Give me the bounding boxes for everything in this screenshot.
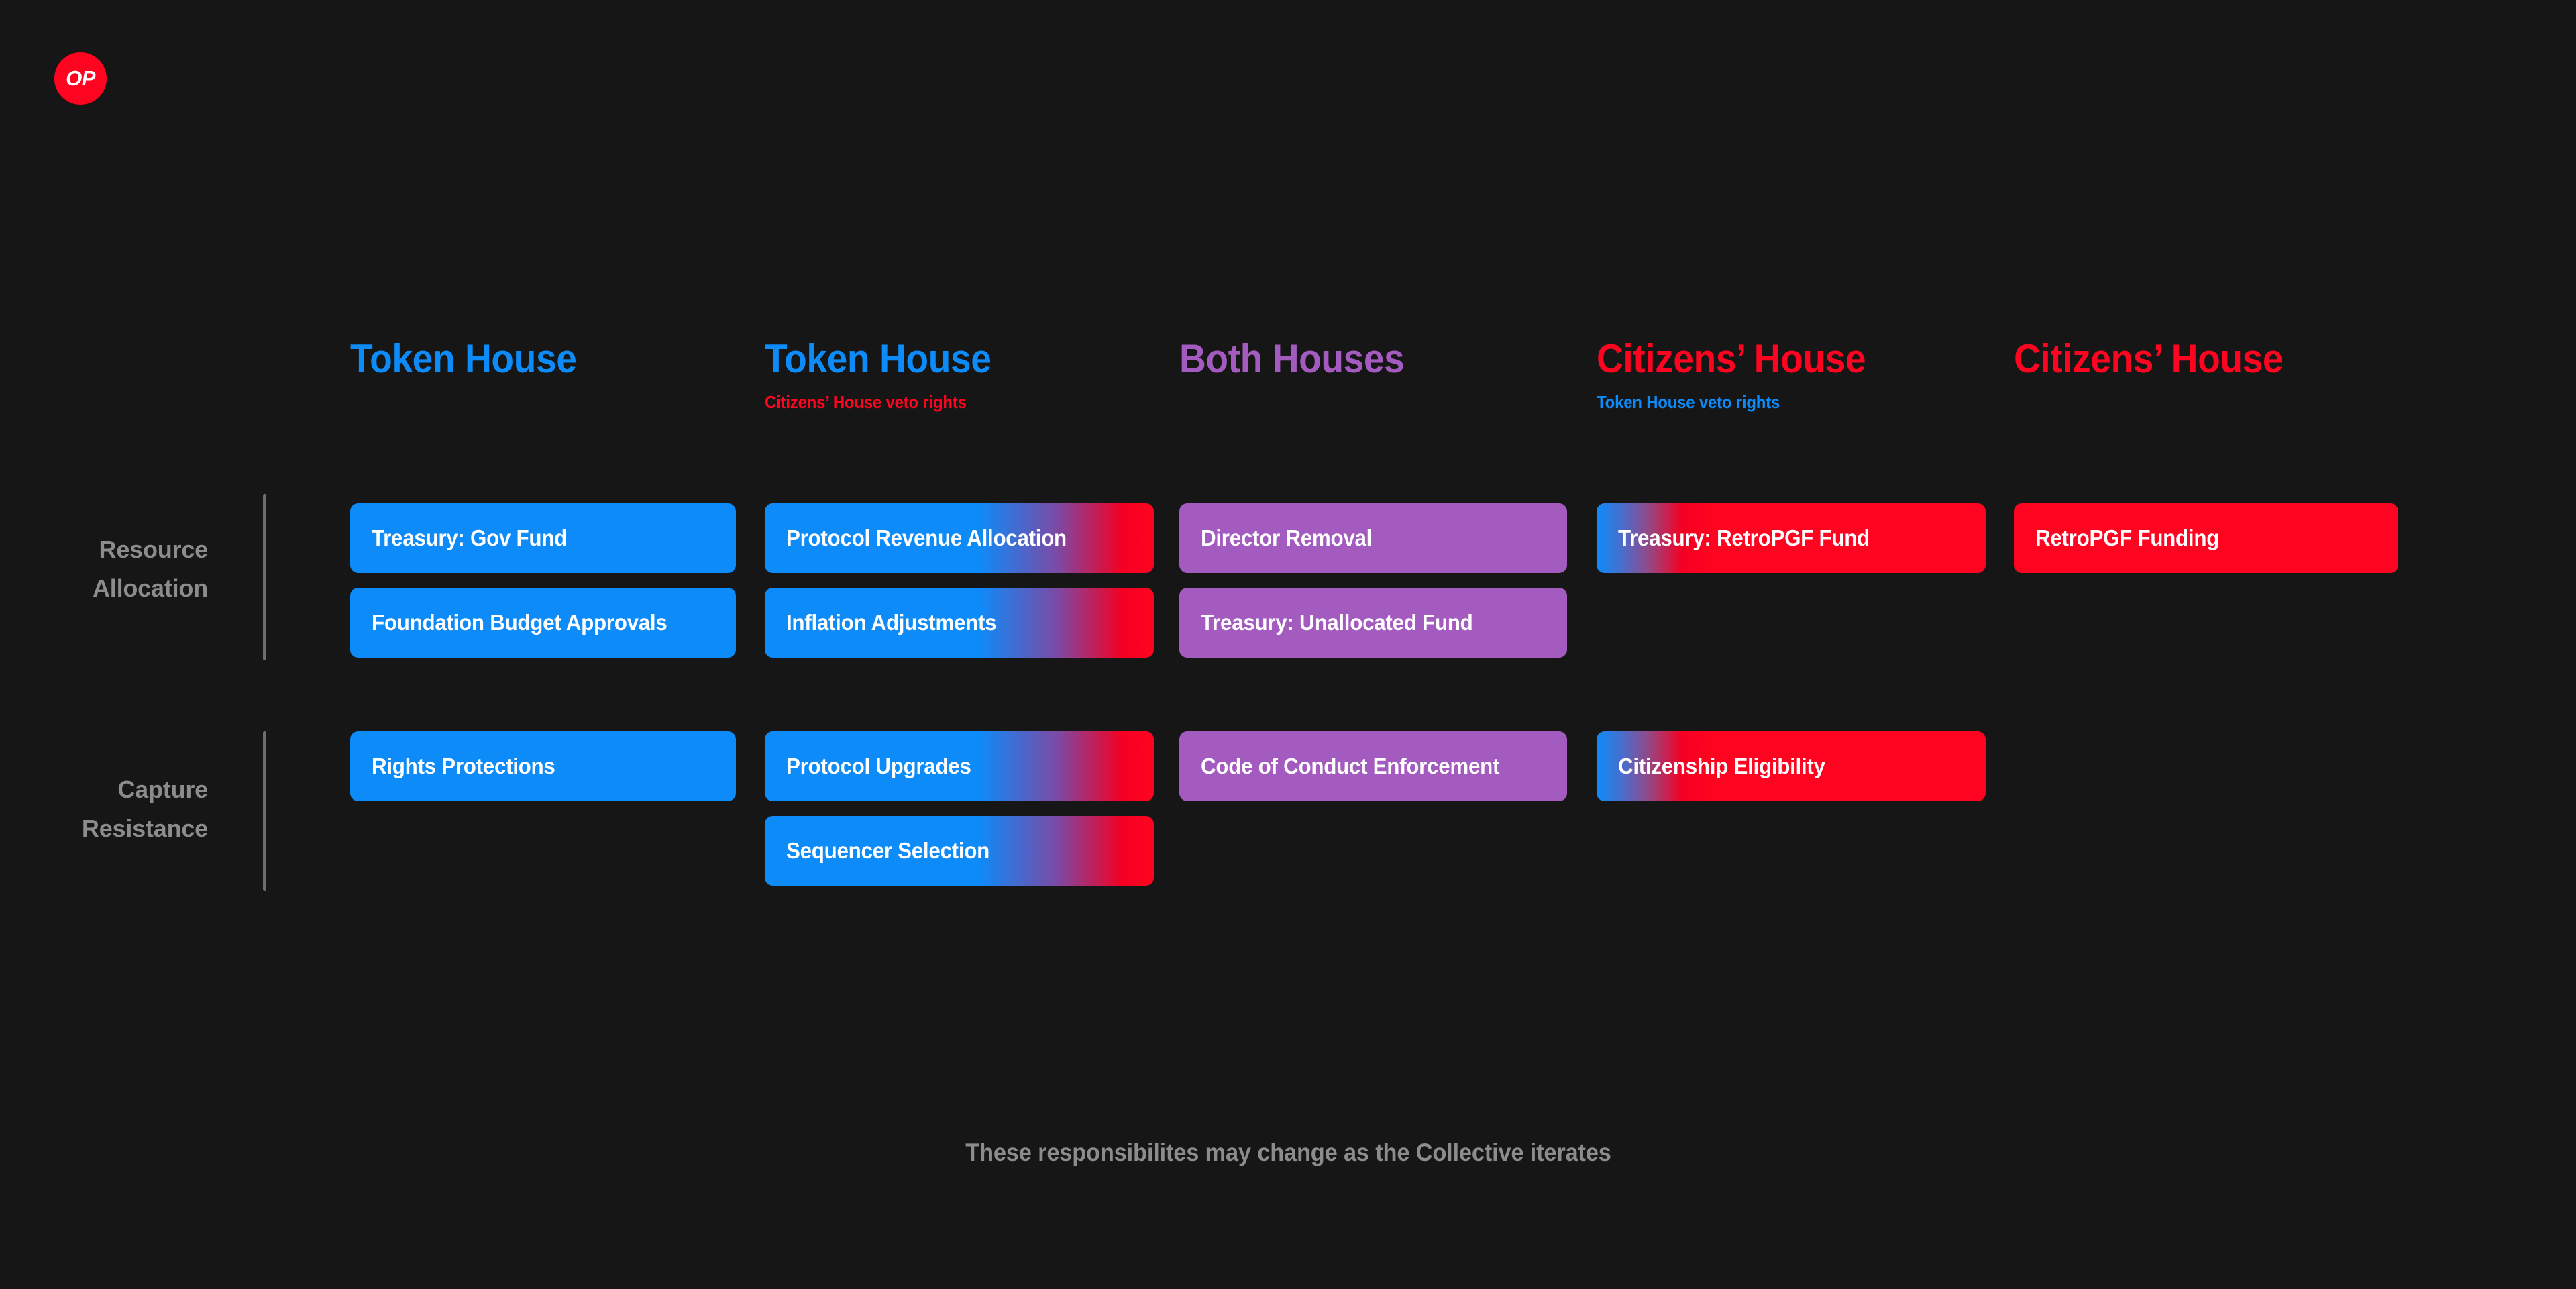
footer-note: These responsibilites may change as the … bbox=[0, 1137, 2576, 1168]
column-title: Both Houses bbox=[1179, 336, 1405, 381]
column-header-5: Citizens’ House bbox=[2014, 336, 2416, 382]
pill-label: Inflation Adjustments bbox=[786, 610, 997, 635]
pill-label: Treasury: RetroPGF Fund bbox=[1618, 525, 1870, 550]
column-title: Token House bbox=[765, 336, 991, 381]
pill-label: Protocol Upgrades bbox=[786, 754, 971, 778]
pill-rights-protections[interactable]: Rights Protections bbox=[350, 731, 736, 801]
column-subtitle: Token House veto rights bbox=[1597, 392, 1780, 412]
row-label-line-1: Resource bbox=[99, 535, 209, 563]
pill-code-of-conduct-enforcement[interactable]: Code of Conduct Enforcement bbox=[1179, 731, 1567, 801]
pill-treasury-retropgf-fund[interactable]: Treasury: RetroPGF Fund bbox=[1597, 503, 1986, 573]
pill-label: Sequencer Selection bbox=[786, 838, 989, 863]
column-subtitle: Citizens’ House veto rights bbox=[765, 392, 967, 412]
row-label-line-1: Capture bbox=[117, 776, 208, 803]
column-header-1: Token House bbox=[350, 336, 753, 382]
row-label-capture-resistance: Capture Resistance bbox=[27, 770, 208, 848]
footer-note-text: These responsibilites may change as the … bbox=[965, 1139, 1611, 1166]
pill-foundation-budget-approvals[interactable]: Foundation Budget Approvals bbox=[350, 588, 736, 658]
row-divider-1 bbox=[263, 494, 266, 660]
pill-retropgf-funding[interactable]: RetroPGF Funding bbox=[2014, 503, 2398, 573]
pill-label: Treasury: Unallocated Fund bbox=[1201, 610, 1473, 635]
row-label-resource-allocation: Resource Allocation bbox=[27, 530, 208, 608]
row-label-line-2: Resistance bbox=[81, 815, 208, 842]
column-header-3: Both Houses bbox=[1179, 336, 1582, 382]
pill-label: Protocol Revenue Allocation bbox=[786, 525, 1067, 550]
pill-label: Treasury: Gov Fund bbox=[372, 525, 568, 550]
column-header-2: Token House Citizens’ House veto rights bbox=[765, 336, 1167, 412]
pill-label: Code of Conduct Enforcement bbox=[1201, 754, 1500, 778]
column-title: Citizens’ House bbox=[2014, 336, 2284, 381]
pill-director-removal[interactable]: Director Removal bbox=[1179, 503, 1567, 573]
pill-label: RetroPGF Funding bbox=[2035, 525, 2220, 550]
pill-protocol-revenue-allocation[interactable]: Protocol Revenue Allocation bbox=[765, 503, 1154, 573]
column-header-4: Citizens’ House Token House veto rights bbox=[1597, 336, 1999, 412]
pill-label: Director Removal bbox=[1201, 525, 1373, 550]
pill-inflation-adjustments[interactable]: Inflation Adjustments bbox=[765, 588, 1154, 658]
row-label-line-2: Allocation bbox=[92, 574, 208, 602]
pill-label: Foundation Budget Approvals bbox=[372, 610, 667, 635]
column-title: Token House bbox=[350, 336, 577, 381]
pill-treasury-gov-fund[interactable]: Treasury: Gov Fund bbox=[350, 503, 736, 573]
row-divider-2 bbox=[263, 731, 266, 891]
pill-label: Citizenship Eligibility bbox=[1618, 754, 1825, 778]
column-title: Citizens’ House bbox=[1597, 336, 1866, 381]
pill-sequencer-selection[interactable]: Sequencer Selection bbox=[765, 816, 1154, 886]
pill-protocol-upgrades[interactable]: Protocol Upgrades bbox=[765, 731, 1154, 801]
pill-label: Rights Protections bbox=[372, 754, 555, 778]
pill-treasury-unallocated-fund[interactable]: Treasury: Unallocated Fund bbox=[1179, 588, 1567, 658]
op-logo-icon: OP bbox=[54, 52, 107, 105]
op-logo-label: OP bbox=[66, 66, 95, 90]
pill-citizenship-eligibility[interactable]: Citizenship Eligibility bbox=[1597, 731, 1986, 801]
